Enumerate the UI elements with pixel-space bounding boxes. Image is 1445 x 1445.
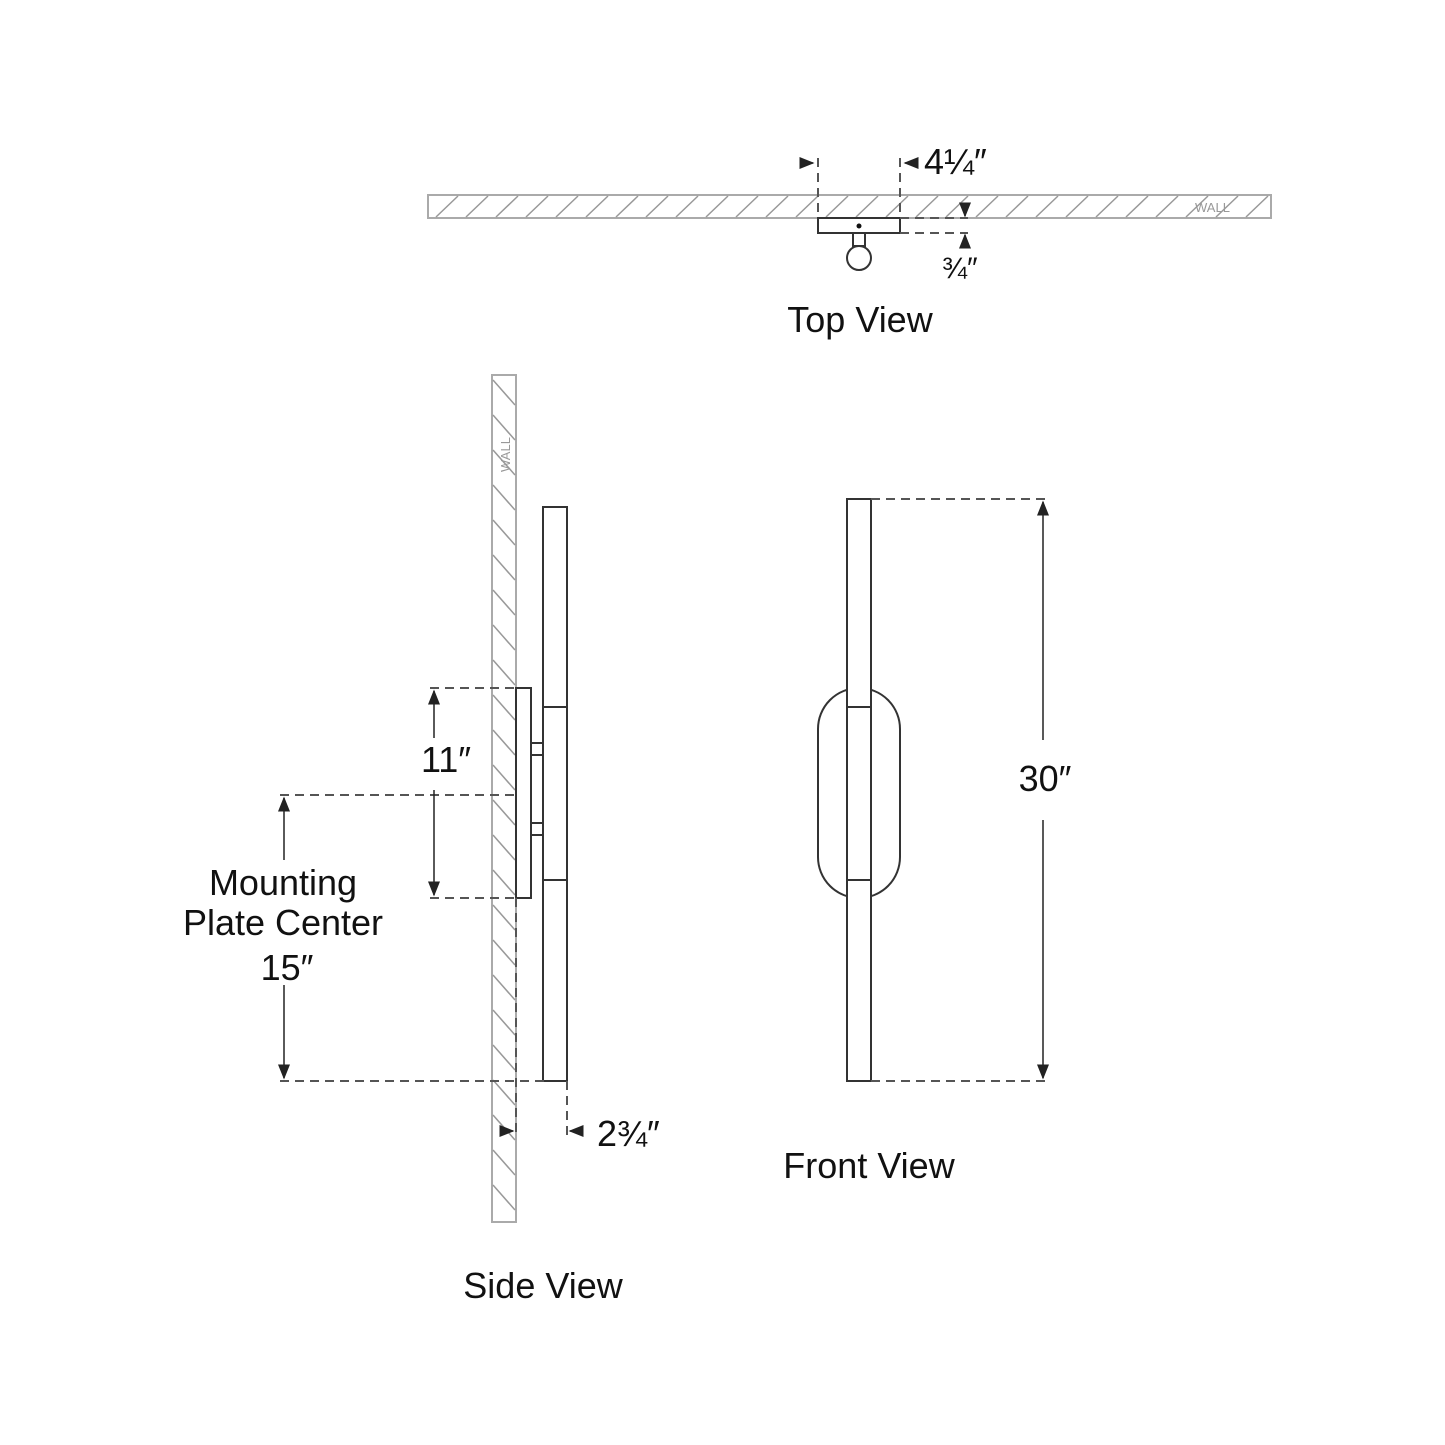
hatch-line — [1215, 195, 1239, 218]
hatch-line — [1005, 195, 1029, 218]
front-rod-upper — [846, 498, 872, 708]
side-mounting-plate — [515, 687, 532, 899]
hatch-line — [492, 799, 516, 826]
hatch-line — [795, 195, 819, 218]
hatch-line — [525, 195, 549, 218]
hatch-line — [1125, 195, 1149, 218]
hatch-line — [1065, 195, 1089, 218]
side-wall — [491, 374, 517, 1223]
top-view-title: Top View — [787, 299, 933, 340]
front-rod-middle — [846, 706, 872, 881]
hatch-line — [1035, 195, 1059, 218]
side-view: WALL 11″ Mounting Plate Center 15″ 2¾″ S… — [183, 374, 660, 1306]
extension-dim: 2¾″ — [597, 1113, 660, 1154]
hatch-line — [492, 869, 516, 896]
hatch-line — [492, 1184, 516, 1211]
hatch-line — [1095, 195, 1119, 218]
hatch-line — [555, 195, 579, 218]
hatch-line — [492, 624, 516, 651]
mounting-label-line2: Plate Center — [183, 902, 383, 943]
hatch-line — [675, 195, 699, 218]
hatch-line — [492, 554, 516, 581]
hatch-line — [492, 1009, 516, 1036]
hatch-line — [492, 484, 516, 511]
top-width-dim: 4¼″ — [924, 141, 987, 182]
plate-height-dim: 11″ — [421, 739, 471, 780]
hatch-line — [855, 195, 879, 218]
hatch-line — [765, 195, 789, 218]
hatch-line — [915, 195, 939, 218]
hatch-line — [885, 195, 909, 218]
mounting-label-line1: Mounting — [209, 862, 357, 903]
front-view-title: Front View — [783, 1145, 955, 1186]
hatch-line — [492, 589, 516, 616]
top-wall-hatch — [435, 195, 1269, 218]
side-view-title: Side View — [463, 1265, 623, 1306]
hatch-line — [492, 379, 516, 406]
front-rod-lower — [846, 879, 872, 1082]
hatch-line — [1185, 195, 1209, 218]
hatch-line — [492, 939, 516, 966]
hatch-line — [1155, 195, 1179, 218]
hatch-line — [492, 694, 516, 721]
hatch-line — [492, 1044, 516, 1071]
hatch-line — [492, 449, 516, 476]
front-view: 30″ Front View — [783, 498, 1072, 1186]
hatch-line — [492, 764, 516, 791]
side-rod-lower — [542, 879, 568, 1082]
hatch-line — [492, 834, 516, 861]
hatch-line — [945, 195, 969, 218]
top-view: WALL 4¼″ ¾″ Top View — [427, 141, 1272, 340]
top-stem — [852, 232, 866, 247]
hatch-line — [492, 974, 516, 1001]
hatch-line — [735, 195, 759, 218]
top-rod-section — [846, 245, 872, 271]
hatch-line — [492, 1149, 516, 1176]
top-depth-dim: ¾″ — [942, 252, 978, 285]
hatch-line — [705, 195, 729, 218]
hatch-line — [492, 659, 516, 686]
hatch-line — [495, 195, 519, 218]
hatch-line — [492, 1079, 516, 1106]
hatch-line — [492, 414, 516, 441]
top-plate-screw — [856, 223, 862, 229]
side-rod-upper — [542, 506, 568, 708]
hatch-line — [465, 195, 489, 218]
hatch-line — [615, 195, 639, 218]
hatch-line — [492, 519, 516, 546]
hatch-line — [492, 904, 516, 931]
hatch-line — [975, 195, 999, 218]
side-rod-middle — [542, 706, 568, 881]
side-wall-hatch — [492, 379, 516, 1211]
hatch-line — [435, 195, 459, 218]
hatch-line — [585, 195, 609, 218]
side-wall-label: WALL — [498, 437, 513, 472]
top-wall-label: WALL — [1195, 200, 1230, 215]
front-height-dim: 30″ — [1019, 758, 1072, 799]
hatch-line — [645, 195, 669, 218]
hatch-line — [1245, 195, 1269, 218]
mounting-dim: 15″ — [261, 947, 314, 988]
hatch-line — [492, 729, 516, 756]
hatch-line — [825, 195, 849, 218]
